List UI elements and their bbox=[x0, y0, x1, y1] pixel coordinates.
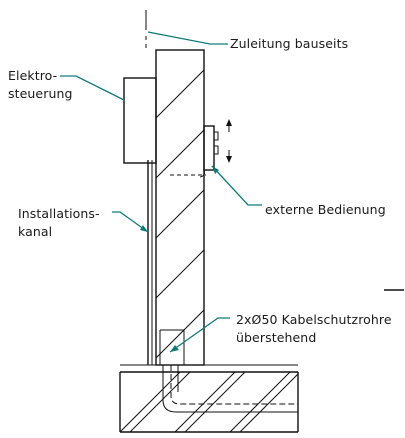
label-installations-line1: Installations- bbox=[18, 206, 100, 221]
installation-duct bbox=[147, 160, 153, 365]
label-elektro-line2: steuerung bbox=[8, 86, 73, 101]
label-kabel-line1: 2xØ50 Kabelschutzrohre bbox=[236, 312, 392, 327]
label-externe-bedienung: externe Bedienung bbox=[265, 202, 386, 217]
label-installations-line2: kanal bbox=[18, 224, 52, 239]
external-operator-panel bbox=[199, 125, 219, 178]
leader-lines bbox=[60, 31, 262, 353]
up-down-arrow-icon bbox=[226, 119, 232, 163]
ground-slab bbox=[119, 364, 299, 433]
label-kabel-line2: überstehend bbox=[236, 330, 316, 345]
control-box bbox=[123, 77, 157, 164]
label-elektro-line1: Elektro- bbox=[8, 68, 57, 83]
slab-hatching bbox=[120, 372, 298, 432]
label-zuleitung: Zuleitung bauseits bbox=[230, 36, 348, 51]
wall-column bbox=[155, 49, 206, 366]
column-hatching bbox=[156, 69, 204, 359]
